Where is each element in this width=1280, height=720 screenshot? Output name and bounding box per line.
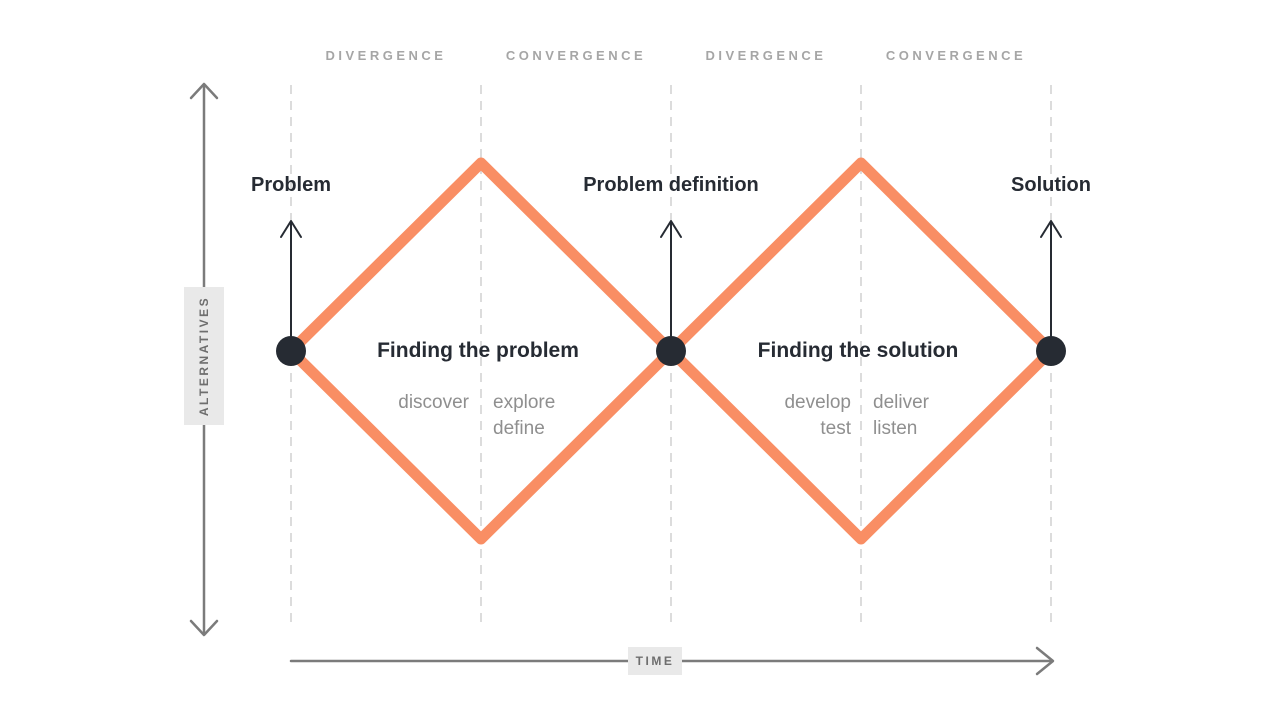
milestone-label-problem: Problem <box>250 174 332 196</box>
alternatives-axis-up-arrowhead-icon <box>189 82 219 100</box>
time-axis-label: TIME <box>635 654 675 668</box>
phase-label-divergence-2: DIVERGENCE <box>705 48 827 63</box>
alternatives-axis-down-arrowhead-icon <box>189 619 219 637</box>
diamond-title-finding-problem: Finding the problem <box>377 339 579 362</box>
alternatives-axis-tag: ALTERNATIVES <box>184 287 224 425</box>
term-listen: listen <box>873 418 918 439</box>
milestone-label-solution: Solution <box>1011 174 1091 196</box>
alternatives-axis-label: ALTERNATIVES <box>197 295 212 417</box>
term-explore: explore <box>493 392 556 413</box>
term-develop: develop <box>784 392 851 413</box>
problem-definition-up-arrowhead-icon <box>660 220 682 238</box>
phase-label-divergence-1: DIVERGENCE <box>325 48 447 63</box>
phase-label-convergence-2: CONVERGENCE <box>885 48 1027 63</box>
milestone-dot-solution <box>1036 336 1066 366</box>
diamond1-left-terms: discover <box>319 390 469 416</box>
problem-up-arrowhead-icon <box>280 220 302 238</box>
term-deliver: deliver <box>873 392 929 413</box>
diamond2-right-terms: deliver listen <box>873 390 1023 442</box>
term-discover: discover <box>398 392 469 413</box>
milestone-dot-problem <box>276 336 306 366</box>
solution-up-arrowhead-icon <box>1040 220 1062 238</box>
diamond1-right-terms: explore define <box>493 390 643 442</box>
milestone-dot-problem-definition <box>656 336 686 366</box>
time-axis-tag: TIME <box>628 647 682 675</box>
term-test: test <box>820 418 851 439</box>
diamond2-left-terms: develop test <box>701 390 851 442</box>
phase-label-convergence-1: CONVERGENCE <box>505 48 647 63</box>
milestone-label-problem-definition: Problem definition <box>583 174 759 196</box>
diamond-title-finding-solution: Finding the solution <box>757 339 959 362</box>
term-define: define <box>493 418 545 439</box>
time-axis-right-arrowhead-icon <box>1035 646 1055 676</box>
